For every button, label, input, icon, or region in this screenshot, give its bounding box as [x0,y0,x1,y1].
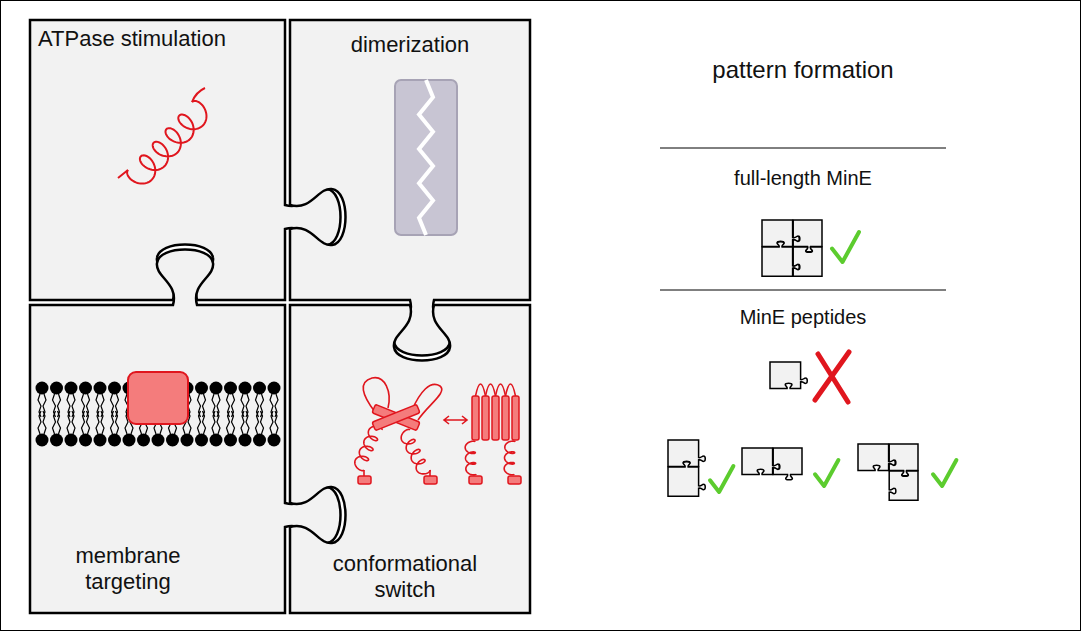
puzzle-piece-icon [770,362,807,389]
dimer-illustration [395,80,457,235]
panel-label: full-length MinE [650,166,956,190]
puzzle-piece: membrane targeting [30,305,285,613]
lipid-head [239,382,252,395]
membrane-anchor [469,476,482,484]
lipid-head [224,382,237,395]
lipid-head [108,434,121,447]
lipid-head [94,434,107,447]
puzzle-piece-icon [793,247,822,276]
lipid-head [65,434,78,447]
check-mark [832,232,859,262]
label-holder: MinE peptides [650,305,956,329]
lipid-head [79,434,92,447]
lipid-head [50,434,63,447]
puzzle-piece-icon [889,471,918,500]
peptide-pair-icon [742,448,802,480]
lipid-head [239,434,252,447]
puzzle-piece: dimerization [290,20,530,300]
lipid-head [268,434,281,447]
lipid-head [65,382,78,395]
lipid-head [166,434,179,447]
lipid-head [94,382,107,395]
lipid-head [123,434,136,447]
lipid-head [210,382,223,395]
check-mark [710,466,733,492]
cross-mark [815,352,849,402]
beta-strand [492,396,499,440]
puzzle-outline [290,20,530,300]
lipid-head [36,382,49,395]
dimer-interface [419,80,433,235]
membrane-anchor [358,476,371,484]
lipid-head [36,434,49,447]
lipid-head [50,382,63,395]
beta-strand [512,396,519,440]
puzzle-piece: ATPase stimulation [30,20,285,300]
piece-label: dimerization [290,32,530,58]
puzzle-piece: conformational switch [290,305,530,613]
piece-label: membrane targeting [38,543,218,596]
peptide-triple-icon [858,444,918,500]
lipid-head [253,382,266,395]
label-holder: pattern formation [650,56,956,85]
puzzle-piece-icon [773,448,802,480]
lipid-head [195,434,208,447]
lipid-head [181,434,194,447]
panel-label: MinE peptides [650,305,956,329]
check-mark [933,460,956,486]
full-protein-icon [762,220,822,276]
lipid-head [195,382,208,395]
beta-strand [502,396,509,440]
puzzle-outline [30,20,285,300]
membrane-protein [128,372,188,424]
lipid-head [253,434,266,447]
beta-strand [482,396,489,440]
piece-label: conformational switch [305,551,505,604]
lipid-head [210,434,223,447]
beta-strand [472,396,479,440]
peptide-pair-icon [668,440,705,496]
lipid-head [152,434,165,447]
panel-label: pattern formation [650,56,956,85]
membrane-anchor [508,476,521,484]
lipid-head [268,382,281,395]
membrane-anchor [424,476,437,484]
dimer-block [395,80,457,235]
puzzle-piece-icon [668,462,705,497]
puzzle-outline-path [290,305,530,613]
lipid-head [79,382,92,395]
piece-label: ATPase stimulation [38,26,278,52]
check-mark [815,460,838,486]
label-holder: full-length MinE [650,166,956,190]
lipid-head [137,434,150,447]
peptide-icon [770,362,807,389]
lipid-head [108,382,121,395]
lipid-head [224,434,237,447]
